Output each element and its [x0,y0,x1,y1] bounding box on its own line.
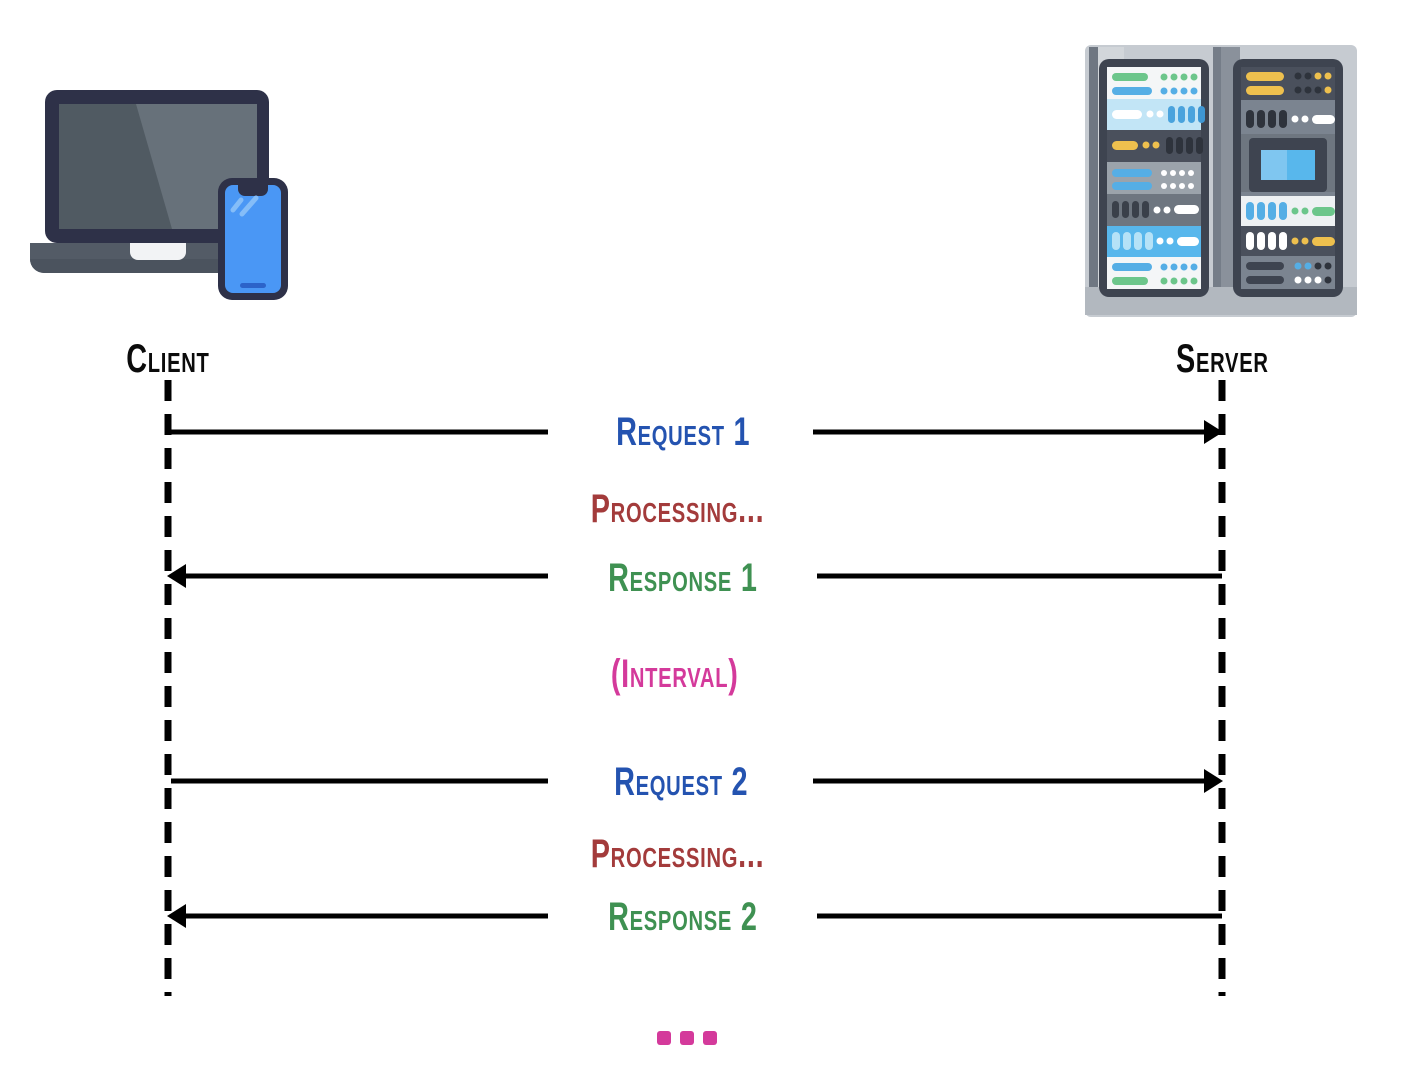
interval-label: (Interval) [505,646,845,702]
rack-row [1107,226,1201,257]
request-1-arrow [171,420,1223,444]
message-label-request-1-text: Request 1 [615,410,751,454]
rack-display-panel [1241,134,1335,192]
phone-notch [238,185,268,196]
laptop-notch [130,243,186,260]
rack-unit-left [1099,59,1209,297]
continuation-dot [680,1031,694,1045]
message-label-request-2-text: Request 2 [613,760,749,804]
message-label-response-2-text: Response 2 [608,895,758,939]
continuation-dot [703,1031,717,1045]
response-1-arrow [167,564,1222,588]
rack-row [1107,162,1201,194]
actor-label-client: Client [0,331,338,387]
server-rack-icon [1085,45,1357,317]
rack-row [1107,99,1205,130]
rack-row [1246,110,1335,128]
phone-screen-glare [230,195,259,217]
status-label-processing-1: Processing... [508,481,848,537]
rack-row [1241,226,1335,256]
smartphone-icon [218,178,288,300]
rack-row [1107,194,1201,226]
message-label-response-1-text: Response 1 [608,556,758,600]
rack-unit-right [1233,59,1343,297]
rack-row [1241,67,1335,100]
arrowhead-left-icon [167,564,186,588]
rack-row [1112,263,1198,285]
status-label-processing-2: Processing... [508,826,848,882]
continuation-dot [657,1031,671,1045]
rack-row [1112,73,1198,95]
client-devices-icon [30,90,288,300]
interval-label-text: (Interval) [611,652,739,696]
message-label-response-2: Response 2 [513,889,853,945]
continuation-dots [657,1031,717,1045]
message-label-request-2: Request 2 [511,754,851,810]
response-2-arrow [167,904,1222,928]
arrowhead-right-icon [1204,769,1223,793]
rack-row [1107,130,1203,162]
arrowhead-right-icon [1204,420,1223,444]
request-2-arrow [171,769,1223,793]
message-label-response-1: Response 1 [513,550,853,606]
status-label-processing-2-text: Processing... [591,832,765,876]
rack-row [1241,196,1335,226]
phone-home-bar [240,283,266,288]
actor-label-server-text: Server [1175,337,1269,381]
message-label-request-1: Request 1 [513,404,853,460]
arrowhead-left-icon [167,904,186,928]
rack-row [1246,262,1332,284]
actor-label-client-text: Client [126,337,210,381]
status-label-processing-1-text: Processing... [591,487,765,531]
actor-label-server: Server [1052,331,1392,387]
